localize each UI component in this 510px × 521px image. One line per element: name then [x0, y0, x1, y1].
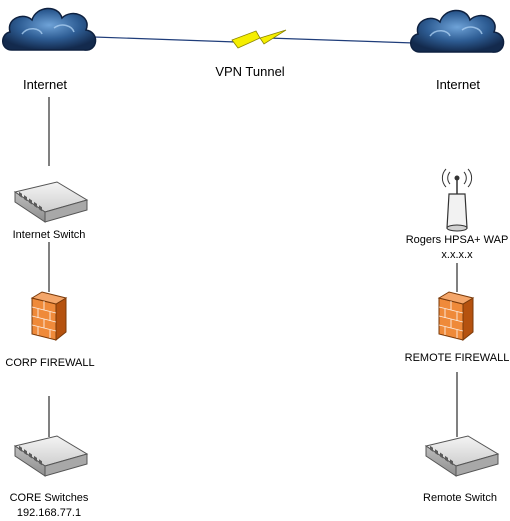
firewall-icon: [31, 291, 67, 341]
core-switches-label: CORE Switches: [9, 492, 89, 504]
firewall-icon: [438, 291, 474, 341]
wireless-access-point-icon: [441, 168, 473, 232]
cloud-icon: [409, 9, 505, 53]
switch-icon: [14, 435, 88, 477]
cloud-icon: [1, 7, 97, 51]
switch-icon: [425, 435, 499, 477]
lightning-bolt-icon: [231, 29, 287, 49]
remote-firewall-label: REMOTE FIREWALL: [404, 352, 510, 364]
rogers-wap-ip: x.x.x.x: [441, 249, 473, 261]
core-switches-ip: 192.168.77.1: [16, 507, 82, 519]
remote-switch-label: Remote Switch: [423, 492, 497, 504]
internet-left-label: Internet: [22, 77, 68, 92]
rogers-wap-label: Rogers HPSA+ WAP: [405, 234, 509, 246]
internet-switch-label: Internet Switch: [12, 229, 86, 241]
corp-firewall-label: CORP FIREWALL: [5, 357, 95, 369]
vpn-tunnel-line-right: [267, 37, 415, 44]
switch-icon: [14, 181, 88, 223]
internet-right-label: Internet: [435, 77, 481, 92]
vpn-tunnel-line-left: [93, 36, 237, 43]
vpn-tunnel-label: VPN Tunnel: [215, 64, 285, 79]
